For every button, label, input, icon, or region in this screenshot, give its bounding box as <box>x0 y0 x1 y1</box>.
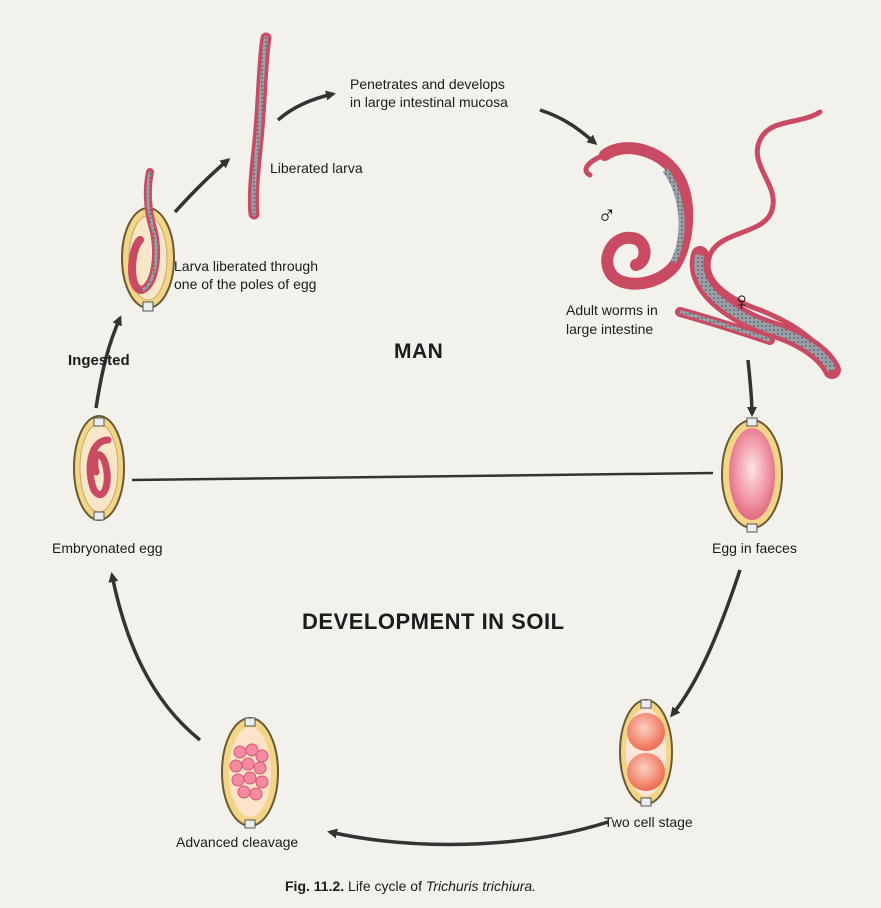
man-heading: MAN <box>394 340 443 364</box>
divider-line <box>132 473 713 480</box>
female-symbol: ♀ <box>732 286 752 317</box>
penetrates-label-line1: Penetrates and develops <box>350 76 505 93</box>
egg-larva-emerging-figure <box>122 172 174 311</box>
egg-in-faeces-label: Egg in faeces <box>712 540 797 557</box>
larva-liberated-label-line1: Larva liberated through <box>174 258 318 275</box>
figure-caption: Fig. 11.2. Life cycle of Trichuris trich… <box>285 878 536 894</box>
liberated-larva-figure <box>253 38 266 214</box>
caption-text: Life cycle of <box>348 878 422 894</box>
adult-worms-label-line1: Adult worms in <box>566 302 658 319</box>
two-cell-egg-figure <box>620 700 672 806</box>
ingested-label: Ingested <box>68 352 130 369</box>
liberated-larva-label: Liberated larva <box>270 160 363 177</box>
larva-liberated-label-line2: one of the poles of egg <box>174 276 316 293</box>
embryonated-egg-figure <box>74 416 124 520</box>
penetrates-label-line2: in large intestinal mucosa <box>350 94 508 111</box>
advanced-cleavage-egg-figure <box>222 718 278 828</box>
advanced-cleavage-label: Advanced cleavage <box>176 834 298 851</box>
two-cell-stage-label: Two cell stage <box>604 814 693 831</box>
embryonated-egg-label: Embryonated egg <box>52 540 163 557</box>
caption-fig-number: Fig. 11.2. <box>285 878 344 894</box>
caption-species: Trichuris trichiura. <box>426 878 536 894</box>
male-symbol: ♂ <box>597 200 617 231</box>
adult-worms-label-line2: large intestine <box>566 321 653 338</box>
egg-in-faeces-figure <box>722 418 782 532</box>
soil-heading: DEVELOPMENT IN SOIL <box>302 609 565 635</box>
